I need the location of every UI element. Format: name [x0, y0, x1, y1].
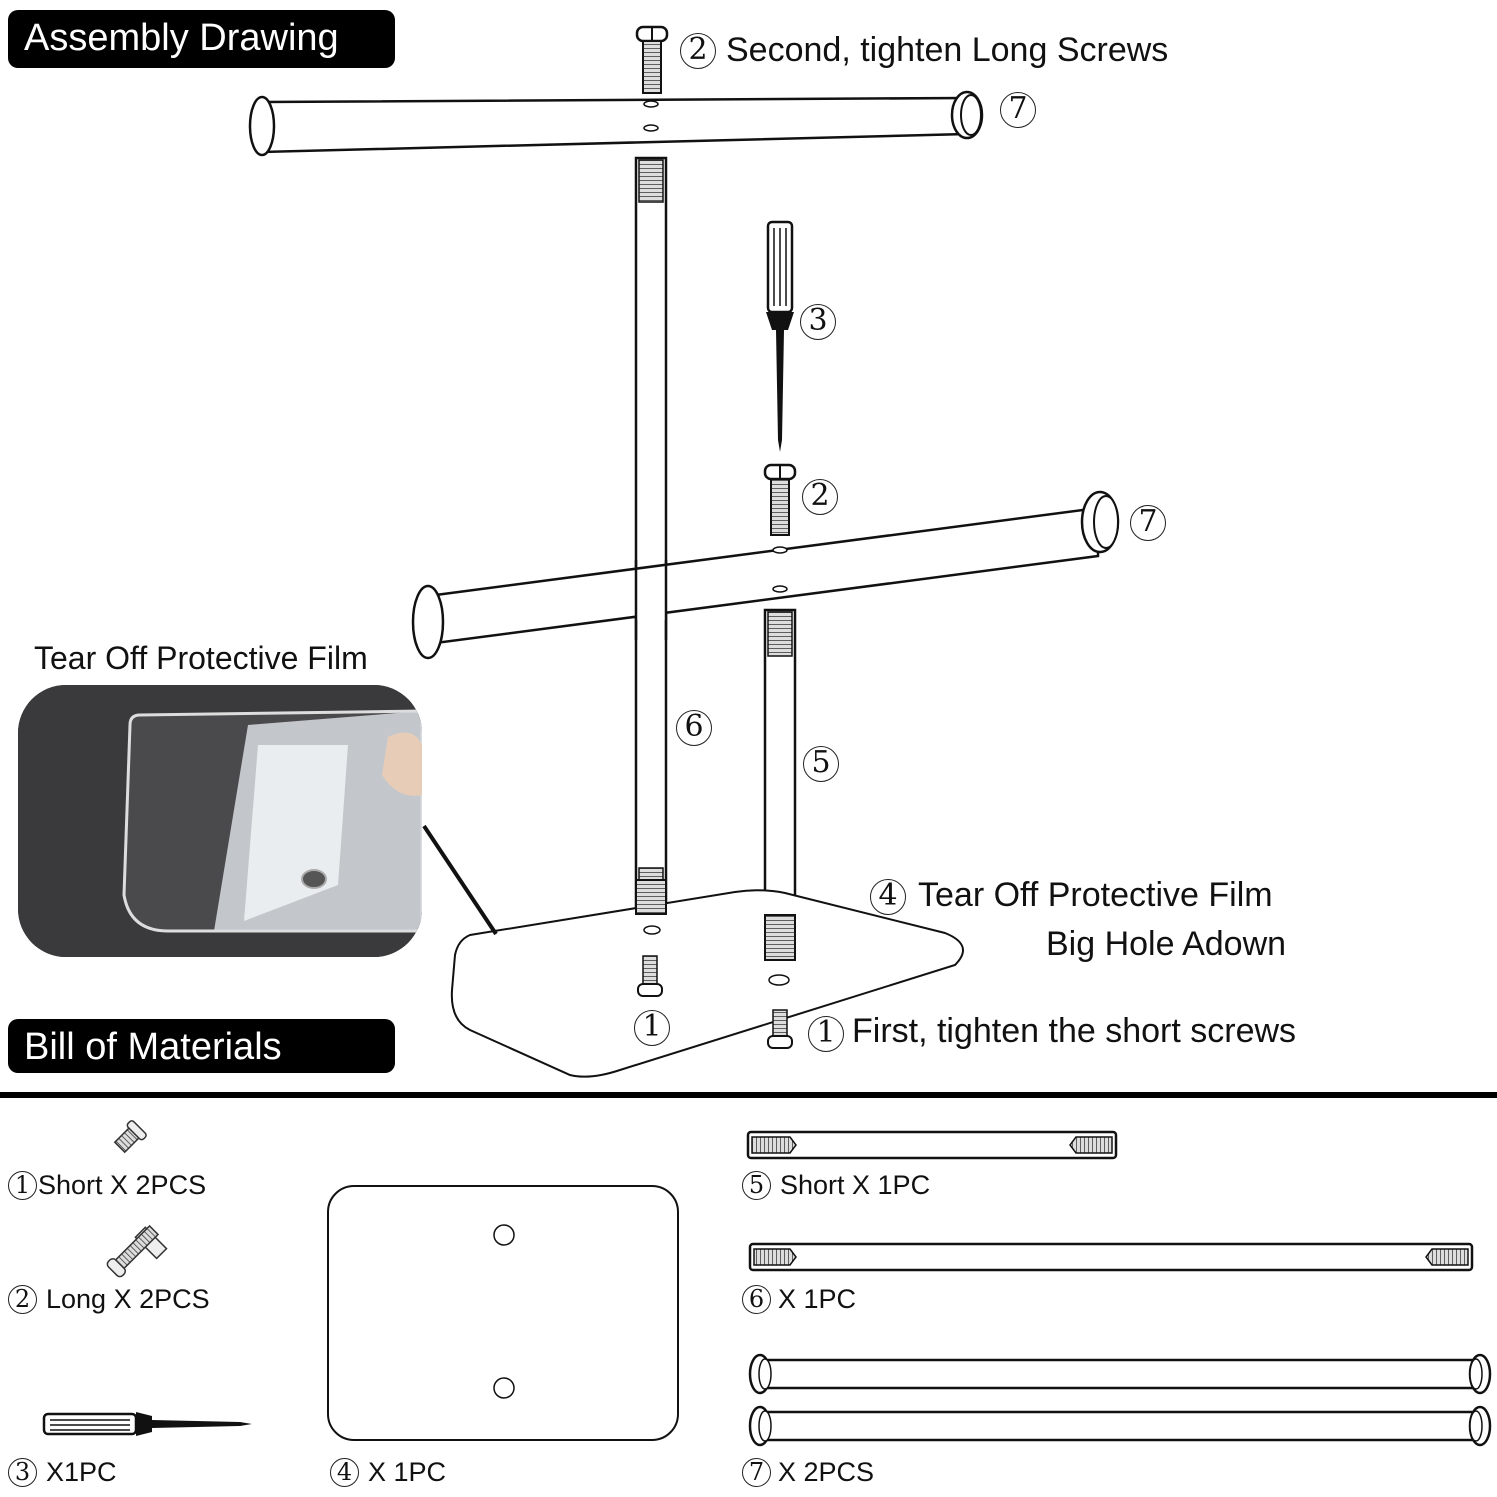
step1-callout: First, tighten the short screws — [852, 1012, 1297, 1050]
marker-2-top: 2 — [680, 33, 716, 69]
tall-post — [634, 156, 668, 916]
bom-short-screw-icon — [113, 1120, 147, 1154]
section-divider — [0, 1092, 1497, 1098]
marker-6: 6 — [676, 710, 712, 746]
protective-film-photo — [18, 685, 422, 957]
marker-5: 5 — [803, 746, 839, 782]
bom-item-5-label: Short X 1PC — [780, 1170, 931, 1200]
bom-marker-3: 3 — [8, 1458, 37, 1487]
bom-marker-1: 1 — [8, 1171, 37, 1200]
assembly-drawing-title: Assembly Drawing — [8, 10, 395, 68]
bom-short-post-icon — [746, 1130, 1118, 1160]
bom-crossbar-icon-2 — [748, 1405, 1492, 1447]
tear-film-photo-label: Tear Off Protective Film — [34, 640, 368, 676]
long-screw-top — [635, 25, 669, 94]
bom-base-plate-icon — [327, 1185, 679, 1441]
bill-of-materials-title: Bill of Materials — [8, 1019, 395, 1073]
bom-marker-7: 7 — [742, 1458, 771, 1487]
bom-item-6-label: X 1PC — [778, 1284, 857, 1314]
marker-2-middle: 2 — [802, 479, 838, 515]
bom-screwdriver-icon — [42, 1412, 252, 1436]
marker-4: 4 — [870, 879, 906, 915]
photo-pointer-line — [422, 824, 498, 936]
bom-marker-2: 2 — [8, 1285, 37, 1314]
bom-marker-5: 5 — [742, 1171, 771, 1200]
marker-7-lower: 7 — [1130, 505, 1166, 541]
bom-tall-post-icon — [748, 1242, 1474, 1272]
marker-7-top: 7 — [1000, 92, 1036, 128]
bom-item-3-label: X1PC — [46, 1457, 117, 1487]
bom-item-2-label: Long X 2PCS — [46, 1284, 210, 1314]
bom-item-7-label: X 2PCS — [778, 1457, 875, 1487]
big-hole-label: Big Hole Adown — [1046, 925, 1287, 963]
marker-1-left: 1 — [634, 1010, 670, 1046]
lower-crossbar — [411, 490, 1120, 660]
long-screw-middle — [763, 463, 797, 536]
top-crossbar — [248, 90, 984, 157]
bom-crossbar-icon-1 — [748, 1353, 1492, 1395]
bom-marker-4: 4 — [330, 1458, 359, 1487]
short-screw-right — [767, 1009, 793, 1049]
step2-callout: Second, tighten Long Screws — [726, 31, 1169, 69]
base-plate — [450, 889, 964, 1078]
marker-1-right: 1 — [808, 1016, 844, 1052]
bom-item-1-label: Short X 2PCS — [38, 1170, 207, 1200]
bom-item-4-label: X 1PC — [368, 1457, 447, 1487]
marker-3: 3 — [800, 304, 836, 340]
tear-film-base-label: Tear Off Protective Film — [918, 876, 1273, 914]
bom-marker-6: 6 — [742, 1285, 771, 1314]
short-screw-left — [637, 955, 663, 997]
bom-long-screw-icon — [106, 1224, 168, 1278]
screwdriver — [766, 220, 794, 452]
